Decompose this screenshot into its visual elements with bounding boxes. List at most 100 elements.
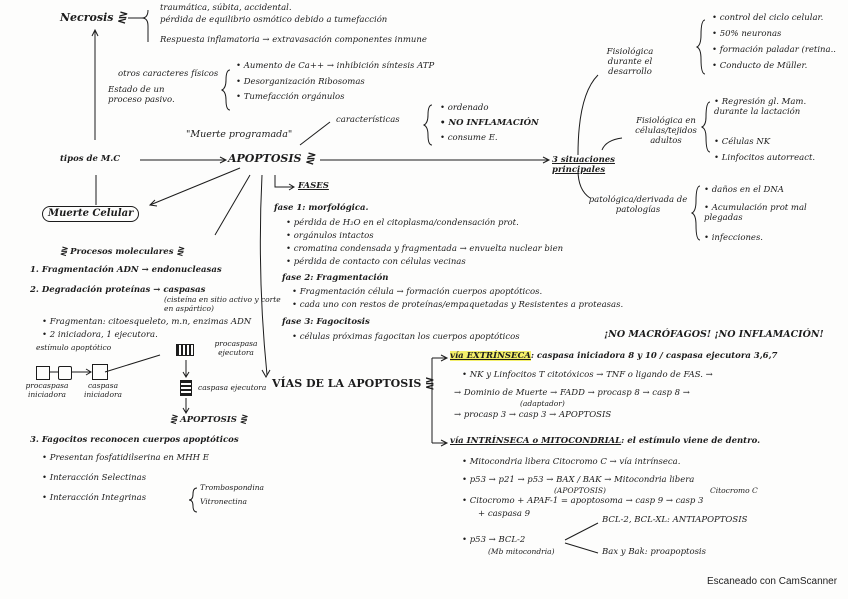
desarrollo-item-2-text: 50% neuronas (719, 29, 782, 39)
fase1-item-2: • orgánulos intactos (286, 231, 374, 241)
procesos-p2-item-2: • 2 iniciadora, 1 ejecutora. (42, 330, 158, 340)
procesos-title: ⋛ Procesos moleculares ⋛ (60, 247, 184, 257)
diagram-procaspasa-ejecutora: procaspasa ejecutora (214, 339, 258, 357)
desarrollo-item-4-text: Conducto de Müller. (719, 61, 808, 71)
intrinseca-item-4-text: p53 → BCL-2 (469, 535, 526, 545)
intrinseca-item-caspasa9: + caspasa 9 (478, 509, 531, 519)
situaciones-label: 3 situaciones principales (552, 155, 615, 175)
intrinseca-item-2-text: p53 → p21 → p53 → BAX / BAK → Mitocondri… (469, 475, 695, 485)
bcl-item-1: BCL-2, BCL-XL: ANTIAPOPTOSIS (602, 515, 748, 525)
caracteristicas-item-3: • consume E. (440, 133, 498, 143)
necrosis-morph-item-3-text: Tumefacción orgánulos (243, 92, 345, 102)
fase1-item-1-text: pérdida de H₂O en el citoplasma/condensa… (293, 218, 519, 228)
necrosis-morph-item-3: • Tumefacción orgánulos (236, 92, 345, 102)
fase1-item-1: • pérdida de H₂O en el citoplasma/conden… (286, 218, 519, 228)
necrosis-morph-item-2: • Desorganización Ribosomas (236, 77, 365, 87)
procaspasa-ejecutora-icon (176, 344, 194, 356)
caracteristicas-item-3-text: consume E. (447, 133, 498, 143)
procesos-title-text: Procesos moleculares (70, 247, 174, 257)
situacion-fisiologica-adultos: Fisiológica en células/tejidos adultos (635, 116, 697, 146)
intrinseca-item-1: • Mitocondria libera Citocromo C → vía i… (462, 457, 681, 467)
adultos-item-1-text: Regresión gl. Mam. durante la lactación (714, 97, 807, 117)
procesos-p2: 2. Degradación proteínas → caspasas (30, 285, 206, 295)
fase2-item-2: • cada uno con restos de proteínas/empaq… (292, 300, 624, 310)
fase2-title: fase 2: Fragmentación (282, 273, 389, 283)
desarrollo-item-1-text: control del ciclo celular. (719, 13, 824, 23)
procesos-p2-item-2-text: 2 iniciadora, 1 ejecutora. (49, 330, 158, 340)
via-intrinseca-heading: vía INTRÍNSECA o MITOCONDRIAL: el estímu… (450, 436, 760, 447)
scanner-watermark: Escaneado con CamScanner (707, 576, 838, 587)
situacion-patologica: patológica/derivada de patologías (588, 195, 688, 215)
extrinseca-item-2: → Dominio de Muerte → FADD → procasp 8 →… (454, 388, 690, 398)
desarrollo-item-3-text: formación paladar (retina.. (719, 45, 837, 55)
patologica-item-3: • infecciones. (704, 233, 764, 243)
diagram-apoptosis-text: APOPTOSIS (180, 415, 237, 425)
fase3-item-text: células próximas fagocitan los cuerpos a… (299, 332, 520, 342)
intrinseca-item-citocromo: Citocromo C (710, 486, 758, 495)
apoptosis-brace: ⋛ (305, 152, 315, 165)
tipos-label: tipos de M.C (60, 154, 120, 164)
fase1-title: fase 1: morfológica. (274, 203, 369, 213)
via-intrinseca-title: vía INTRÍNSECA o MITOCONDRIAL (450, 436, 622, 446)
patologica-item-1-text: daños en el DNA (711, 185, 784, 195)
adultos-item-3-text: Linfocitos autorreact. (721, 153, 816, 163)
intrinseca-item-3: • Citocromo + APAF-1 = apoptosoma → casp… (462, 496, 704, 506)
procesos-p2-item-1: • Fragmentan: citoesqueleto, m.n, enzima… (42, 317, 252, 327)
fase1-item-4-text: pérdida de contacto con células vecinas (293, 257, 466, 267)
fase2-item-1-text: Fragmentación célula → formación cuerpos… (299, 287, 543, 297)
desarrollo-item-1: • control del ciclo celular. (712, 13, 824, 23)
vias-label-text: VÍAS DE LA APOPTOSIS (272, 377, 422, 390)
desarrollo-item-2: • 50% neuronas (712, 29, 782, 39)
necrosis-title: Necrosis ⋛ (60, 11, 127, 25)
desarrollo-item-3: • formación paladar (retina.. (712, 45, 837, 55)
apoptosis-title: APOPTOSIS ⋛ (228, 152, 315, 166)
intrinseca-item-3-text: Citocromo + APAF-1 = apoptosoma → casp 9… (469, 496, 704, 506)
necrosis-branch-3: Respuesta inflamatoria → extravasación c… (160, 35, 427, 45)
necrosis-morph-sub: Estado de un proceso pasivo. (108, 85, 175, 105)
extrinseca-item-adaptador: (adaptador) (520, 399, 565, 408)
via-extrinseca-title: vía EXTRÍNSECA (450, 351, 531, 361)
caracteristicas-item-1-text: ordenado (447, 103, 489, 113)
necrosis-branch-2: pérdida de equilibrio osmótico debido a … (160, 15, 388, 25)
fases-label: FASES (298, 181, 329, 191)
receptor-icon (58, 366, 72, 380)
via-extrinseca-title-text: vía EXTRÍNSECA (450, 351, 531, 361)
via-extrinseca-heading: vía EXTRÍNSECA: caspasa iniciadora 8 y 1… (450, 351, 777, 362)
desarrollo-item-4: • Conducto de Müller. (712, 61, 808, 71)
intrinseca-item-2: • p53 → p21 → p53 → BAX / BAK → Mitocond… (462, 475, 695, 485)
intrinseca-item-mb: (Mb mitocondria) (488, 547, 555, 556)
apoptosis-title-text: APOPTOSIS (228, 152, 302, 165)
caracteristicas-item-2: • NO INFLAMACIÓN (440, 118, 539, 128)
muerte-programada-label: "Muerte programada" (186, 129, 293, 140)
patologica-item-2-text: Acumulación prot mal plegadas (704, 203, 807, 223)
extrinseca-item-1-text: NK y Linfocitos T citotóxicos → TNF o li… (469, 370, 713, 380)
procesos-p3-item-1: • Presentan fosfatidilserina en MHH E (42, 453, 209, 463)
procaspasa-iniciadora-icon (36, 366, 50, 380)
fase2-item-2-text: cada uno con restos de proteínas/empaque… (299, 300, 624, 310)
fase1-item-3: • cromatina condensada y fragmentada → e… (286, 244, 564, 254)
procesos-p3-item-3: • Interacción Integrinas (42, 493, 147, 503)
fase3-note: ¡NO MACRÓFAGOS! ¡NO INFLAMACIÓN! (604, 329, 824, 340)
necrosis-branch-1: traumática, súbita, accidental. (160, 3, 292, 13)
procesos-p3-sub-1: Trombospondina (200, 483, 265, 492)
necrosis-morph-label: otros caracteres físicos (118, 69, 219, 79)
diagram-procaspasa-iniciadora: procaspasa iniciadora (25, 381, 69, 399)
patologica-item-1: • daños en el DNA (704, 185, 784, 195)
fase3-item: • células próximas fagocitan los cuerpos… (292, 332, 520, 342)
vias-label: VÍAS DE LA APOPTOSIS ⋛ (272, 377, 435, 390)
fase1-item-4: • pérdida de contacto con células vecina… (286, 257, 466, 267)
necrosis-morph-item-1: • Aumento de Ca++ → inhibición síntesis … (236, 61, 435, 71)
procesos-p1: 1. Fragmentación ADN → endonucleasas (30, 265, 222, 275)
fase1-item-3-text: cromatina condensada y fragmentada → env… (293, 244, 564, 254)
adultos-item-3: • Linfocitos autorreact. (714, 153, 816, 163)
intrinseca-item-4: • p53 → BCL-2 (462, 535, 526, 545)
diagram-estimulo: estímulo apoptótico (36, 343, 112, 352)
muerte-celular-bubble: Muerte Celular (42, 206, 140, 222)
adultos-item-1: • Regresión gl. Mam. durante la lactació… (714, 97, 807, 117)
necrosis-morph-item-1-text: Aumento de Ca++ → inhibición síntesis AT… (243, 61, 435, 71)
fase3-title: fase 3: Fagocitosis (282, 317, 370, 327)
diagram-apoptosis: ⋛ APOPTOSIS ⋛ (170, 415, 247, 425)
necrosis-title-text: Necrosis (60, 11, 114, 24)
